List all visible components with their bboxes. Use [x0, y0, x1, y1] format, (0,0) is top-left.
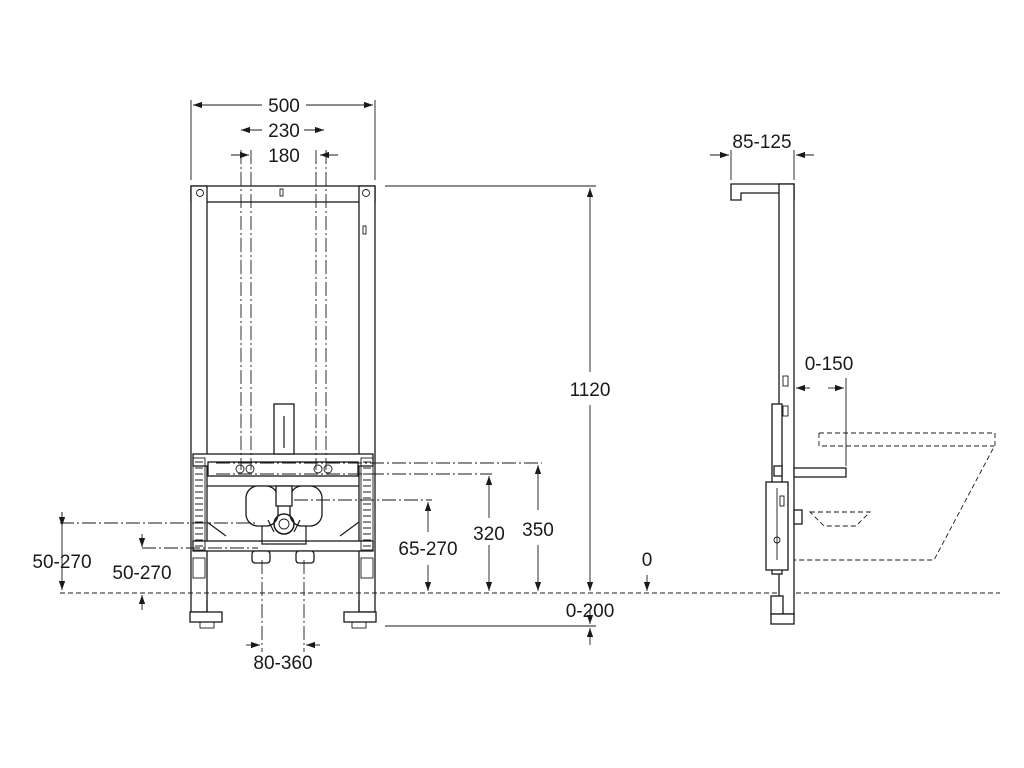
bidet-outline: [794, 432, 996, 561]
dim-350: 350: [522, 520, 554, 541]
dim-1120: 1120: [570, 380, 611, 401]
dim-320: 320: [473, 524, 505, 545]
front-top-dimensions: [190, 100, 376, 180]
front-view: 500 230 180 1120 350 320 65-270 50-270 5…: [32, 96, 1000, 674]
front-fittings: [207, 403, 359, 564]
side-view: 85-125 0-150: [710, 132, 996, 625]
dim-80-360: 80-360: [253, 653, 312, 674]
dim-85-125: 85-125: [732, 132, 791, 153]
front-height-dimensions: [385, 185, 651, 645]
dim-0: 0: [642, 550, 653, 571]
dim-50-270-inner: 50-270: [112, 563, 171, 584]
dim-500: 500: [268, 96, 300, 117]
front-bottom-dimensions: [58, 512, 320, 649]
dim-0-150: 0-150: [805, 354, 854, 375]
side-dimensions: [710, 150, 847, 466]
dim-230: 230: [268, 121, 300, 142]
side-frame: [730, 183, 847, 625]
front-frame: [189, 185, 377, 629]
front-centerlines: [60, 150, 1000, 652]
dim-50-270-outer: 50-270: [32, 552, 91, 573]
dim-180: 180: [268, 146, 300, 167]
dim-65-270: 65-270: [398, 539, 457, 560]
dim-0-200: 0-200: [566, 601, 615, 622]
